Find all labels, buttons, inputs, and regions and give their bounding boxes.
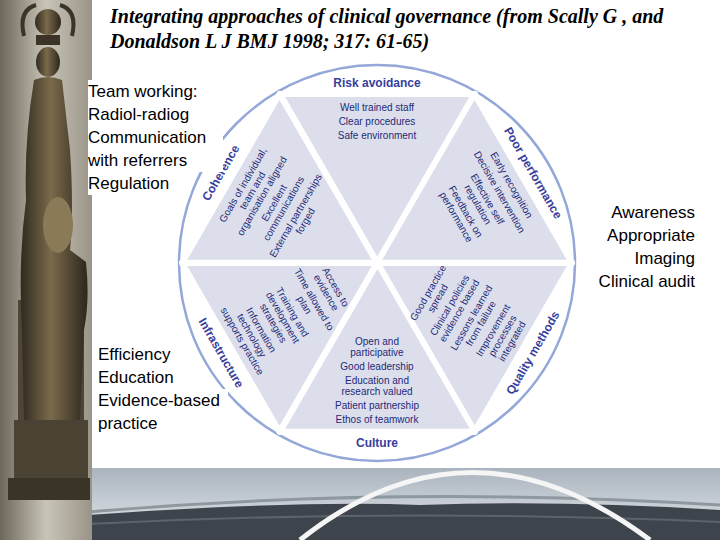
stadium-sky [88, 468, 720, 540]
statue-head [36, 47, 60, 77]
segment-item: Well trained staff [317, 102, 437, 113]
segment-heading: Risk avoidance [333, 76, 420, 90]
side-note: Clinical audit [599, 270, 695, 293]
segment-body: Well trained staffClear proceduresSafe e… [317, 102, 437, 141]
statue-plinth [14, 420, 88, 478]
segment-heading-box: Culture [356, 436, 398, 450]
stadium-roof [88, 496, 720, 512]
statue-body [21, 77, 88, 420]
segment-heading: Culture [356, 436, 398, 450]
segment-item: Clear procedures [317, 116, 437, 127]
statue-disc [35, 9, 61, 35]
segment-item: Open and participative [327, 335, 427, 357]
segment-item: Ethos of teamwork [327, 413, 427, 424]
segment-item: Patient partnership [327, 399, 427, 410]
slide-title: Integrating approaches of clinical gover… [110, 4, 710, 54]
side-note: Evidence-based practice [98, 389, 228, 435]
title-box: Integrating approaches of clinical gover… [110, 4, 710, 54]
text-block: EfficiencyEducationEvidence-based practi… [98, 343, 228, 435]
segment-item: Safe environment [317, 130, 437, 141]
text-block: AwarenessAppropriate ImagingClinical aud… [585, 201, 695, 293]
segment-body: Open and participativeGood leadershipEdu… [327, 335, 427, 424]
side-note: Education [98, 366, 174, 389]
side-note: Team working: [88, 80, 198, 103]
side-note: Radiol-radiog [88, 103, 189, 126]
statue-crown [36, 35, 60, 45]
side-panel [0, 0, 92, 540]
side-note: Appropriate Imaging [585, 224, 695, 270]
side-note: Communication with referrers [88, 126, 223, 172]
triangle-fill [377, 94, 572, 263]
text-block: Team working:Radiol-radiogCommunication … [88, 80, 223, 195]
stadium-arch [300, 473, 650, 540]
statue-horns [23, 5, 74, 36]
side-note: Awareness [611, 201, 695, 224]
statue-base [8, 478, 90, 500]
side-note: Regulation [88, 172, 169, 195]
segment-item: Good leadership [327, 360, 427, 371]
segment-heading-box: Risk avoidance [333, 76, 420, 90]
side-note: Efficiency [98, 343, 170, 366]
outer-ring [179, 65, 575, 461]
statue-child [43, 197, 73, 253]
segment-item: Education and research valued [327, 374, 427, 396]
